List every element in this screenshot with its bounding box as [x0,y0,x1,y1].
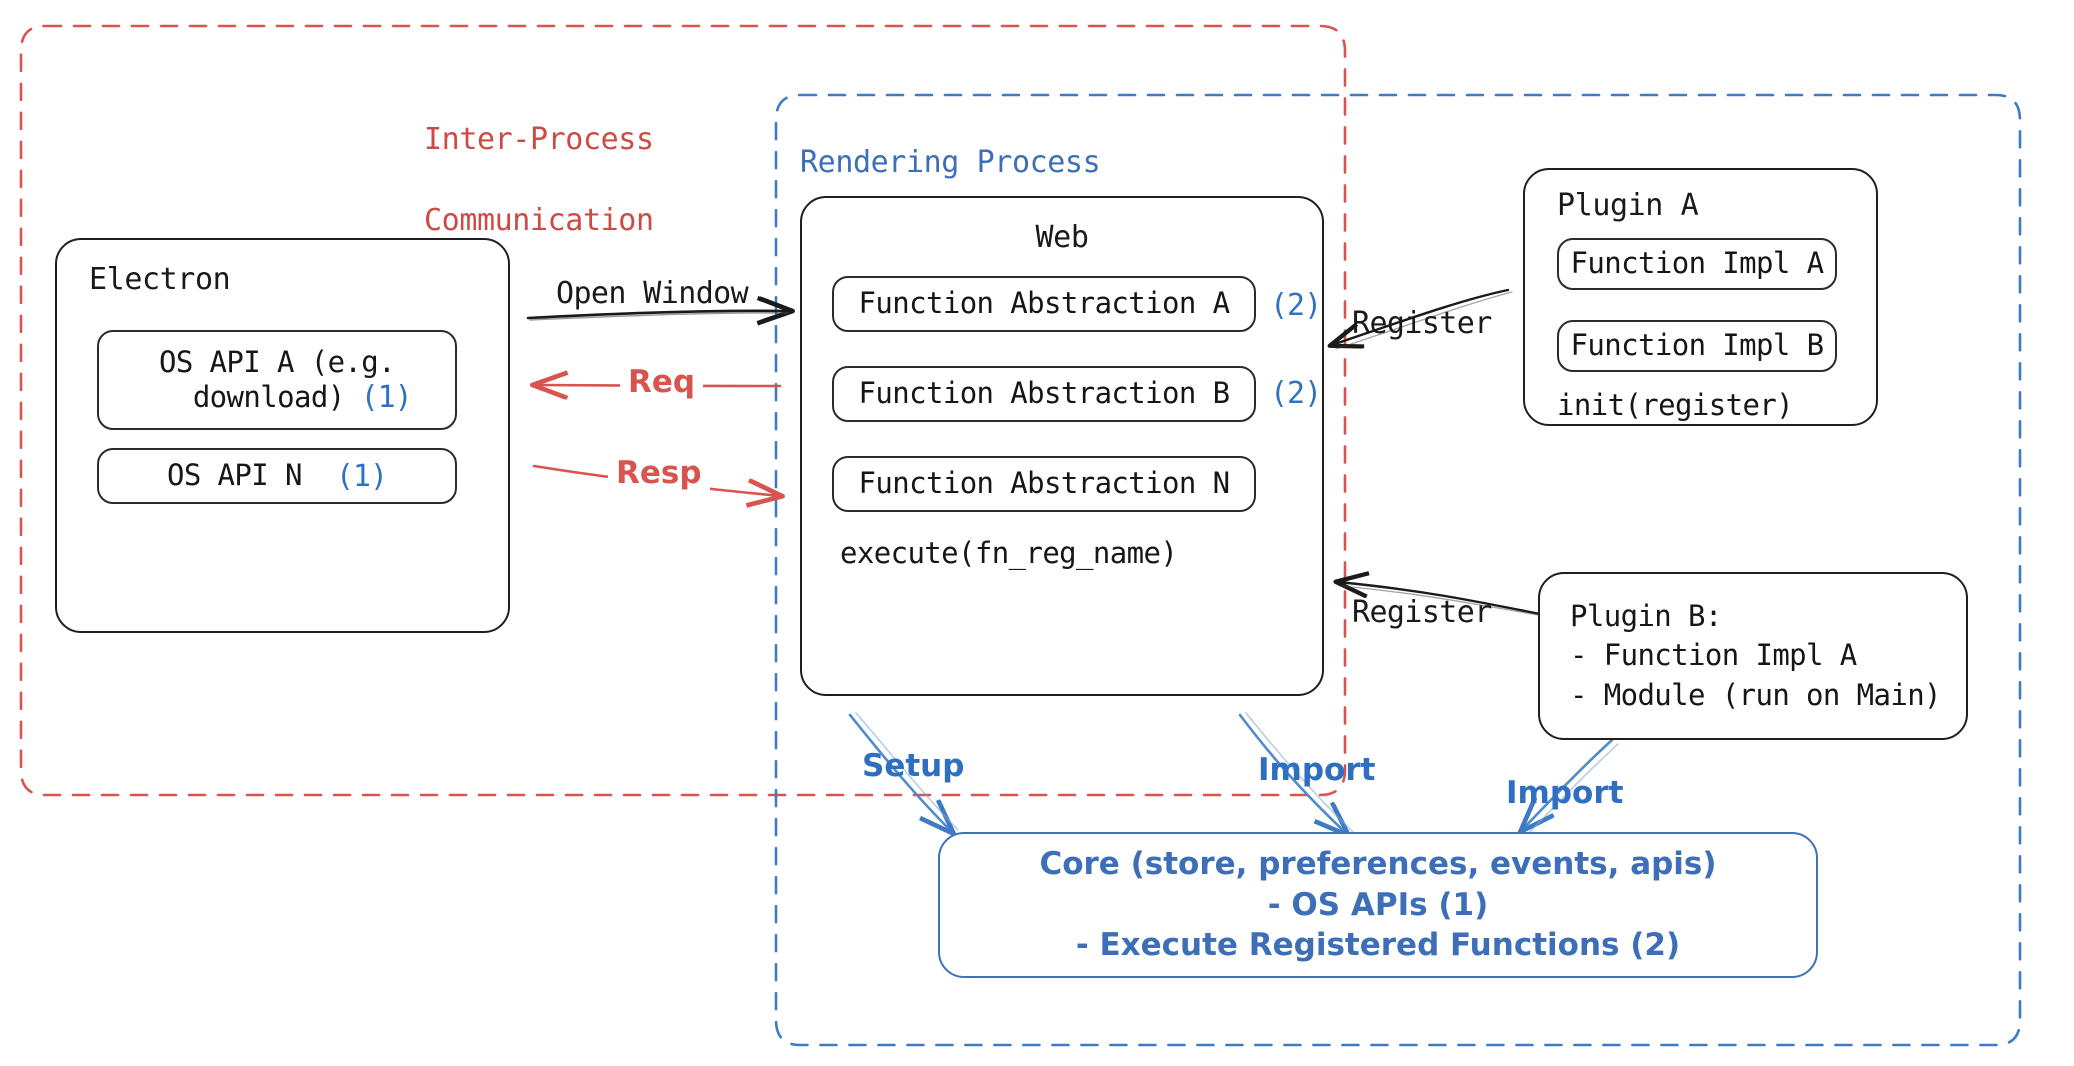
web-execute-label: execute(fn_reg_name) [840,536,1178,570]
open-window-arrow [526,311,790,320]
os-api-a-label-line1: OS API A (e.g. [158,344,396,379]
electron-box[interactable]: Electron OS API A (e.g. download) (1) OS… [55,238,510,633]
os-api-n-label: OS API N [166,458,302,493]
plugin-b-item-module: - Module (run on Main) [1570,677,1942,712]
plugin-b-title: Plugin B: [1570,598,1722,633]
import-left-arrow-label: Import [1258,752,1376,788]
os-api-a-label-line2: download) [142,380,345,414]
plugin-a-box[interactable]: Plugin A Function Impl A Function Impl B… [1523,168,1878,426]
function-impl-b-box[interactable]: Function Impl B [1557,320,1837,372]
function-abstraction-a-box[interactable]: Function Abstraction A [832,276,1256,332]
resp-arrow-label: Resp [608,455,710,491]
rendering-container-label: Rendering Process [800,145,1101,180]
plugin-a-init-label: init(register) [1557,388,1794,422]
ipc-label-line1: Inter-Process [424,122,654,157]
function-abstraction-n-label: Function Abstraction N [858,466,1231,501]
web-title: Web [1035,220,1089,255]
register-plugin-a-label: Register [1352,306,1492,341]
plugin-b-box[interactable]: Plugin B: - Function Impl A - Module (ru… [1538,572,1968,740]
register-plugin-b-label: Register [1352,595,1492,630]
ipc-label-line2: Communication [424,203,654,238]
os-api-n-badge: (1) [335,458,388,494]
core-line-1: Core (store, preferences, events, apis) [1039,845,1717,882]
open-window-arrow-label: Open Window [556,276,749,311]
core-line-3: - Execute Registered Functions (2) [1075,927,1681,964]
function-impl-a-box[interactable]: Function Impl A [1557,238,1837,290]
ipc-container-label: Inter-Process Communication [424,84,654,276]
function-impl-b-label: Function Impl B [1570,328,1825,363]
function-abstraction-a-badge: (2) [1270,288,1322,323]
os-api-n-box[interactable]: OS API N (1) [97,448,457,504]
function-impl-a-label: Function Impl A [1570,246,1825,281]
function-abstraction-b-badge: (2) [1270,376,1322,411]
function-abstraction-a-label: Function Abstraction A [858,286,1231,321]
import-right-arrow-label: Import [1506,775,1624,811]
req-arrow-label: Req [620,364,704,400]
function-abstraction-n-box[interactable]: Function Abstraction N [832,456,1256,512]
electron-title: Electron [89,262,231,297]
web-box[interactable]: Web Function Abstraction A (2) Function … [800,196,1324,696]
function-abstraction-b-box[interactable]: Function Abstraction B [832,366,1256,422]
function-abstraction-b-label: Function Abstraction B [858,376,1231,411]
plugin-a-title: Plugin A [1557,188,1699,223]
core-line-2: - OS APIs (1) [1267,886,1489,923]
setup-arrow-label: Setup [862,748,965,784]
os-api-a-box[interactable]: OS API A (e.g. download) (1) [97,330,457,430]
plugin-b-item-function-impl-a: - Function Impl A [1570,638,1857,673]
os-api-a-badge: (1) [360,380,413,415]
core-box[interactable]: Core (store, preferences, events, apis) … [938,832,1818,978]
